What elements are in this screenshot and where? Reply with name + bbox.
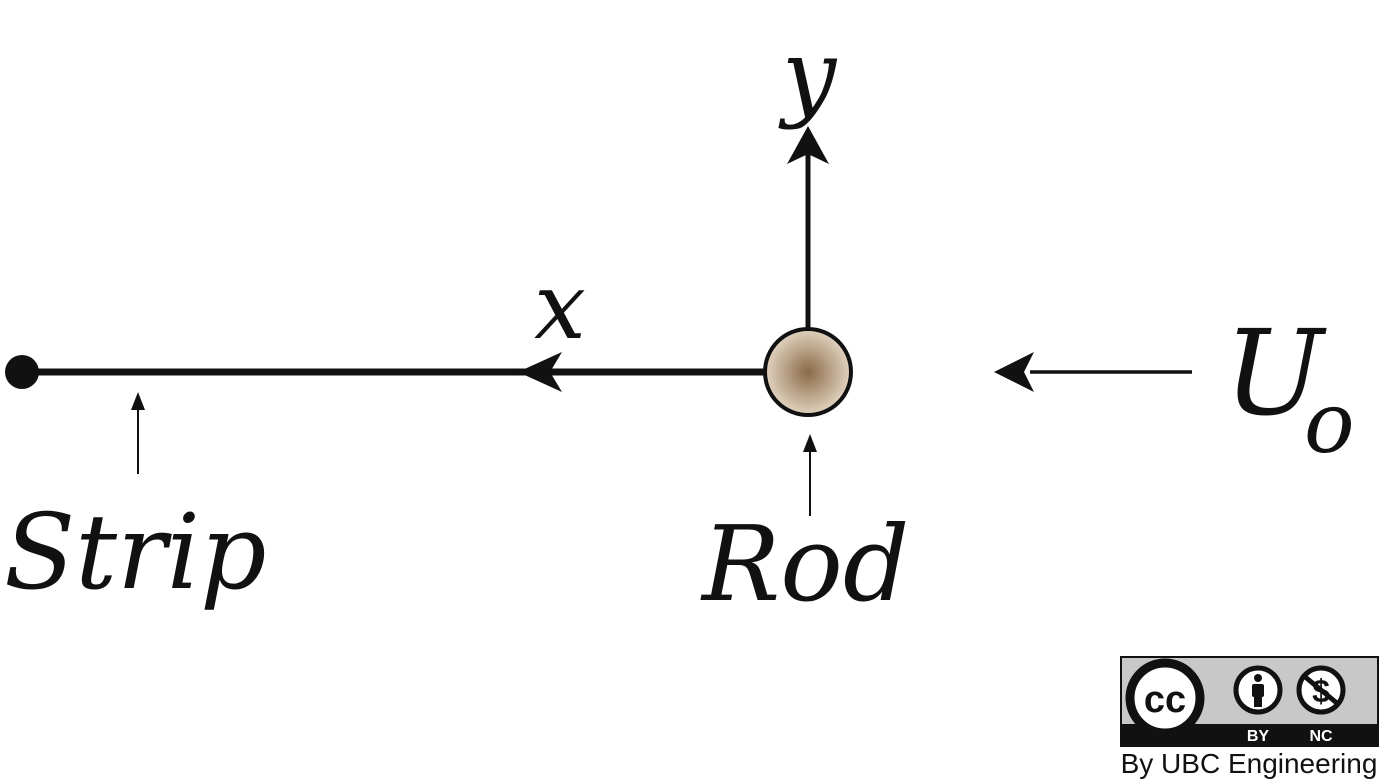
y-axis-arrow-icon [787,126,829,164]
rod-pointer [803,434,817,516]
y-axis-label: y [778,19,838,131]
license-by-label: BY [1247,728,1270,745]
free-stream-label: U [1224,304,1327,442]
strip-label: Strip [4,491,267,613]
free-stream-subscript: o [1304,374,1355,472]
rod-pointer-arrow-icon [803,434,817,452]
y-axis [787,126,829,330]
free-stream-arrow [994,352,1192,392]
x-axis-label: x [534,253,586,360]
cc-icon-text: cc [1144,679,1186,721]
strip-end-dot [5,355,39,389]
strip-pointer-arrow-icon [131,392,145,410]
license-nc-label: NC [1309,728,1333,745]
no-dollar-icon: $ [1296,665,1346,715]
strip-pointer [131,392,145,474]
free-stream-arrow-icon [994,352,1034,392]
rod-circle [763,327,853,417]
person-icon [1233,665,1283,715]
rod-label: Rod [700,503,910,625]
cc-icon [1125,658,1205,738]
license-badge: cc $ BY NC [1120,656,1379,747]
license-credit: By UBC Engineering [1121,748,1378,779]
strip [5,355,770,389]
x-axis-arrow-icon [518,352,562,392]
